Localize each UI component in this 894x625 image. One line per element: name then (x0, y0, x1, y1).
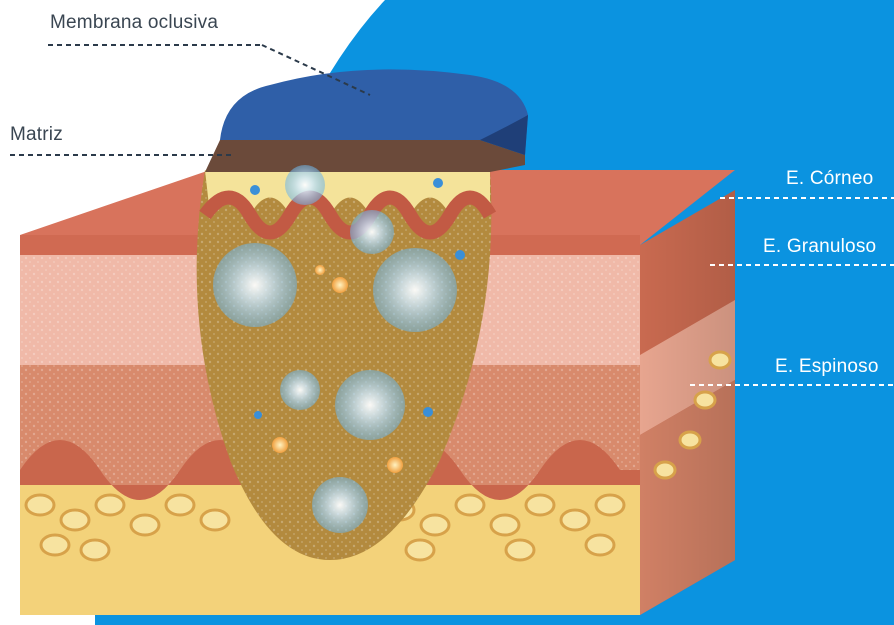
label-e-espinoso: E. Espinoso (775, 356, 879, 378)
matrix-band (205, 140, 525, 172)
label-e-corneo: E. Córneo (786, 168, 873, 190)
label-e-granuloso: E. Granuloso (763, 236, 876, 258)
label-membrana-oclusiva: Membrana oclusiva (50, 12, 218, 34)
label-matriz: Matriz (10, 124, 63, 146)
